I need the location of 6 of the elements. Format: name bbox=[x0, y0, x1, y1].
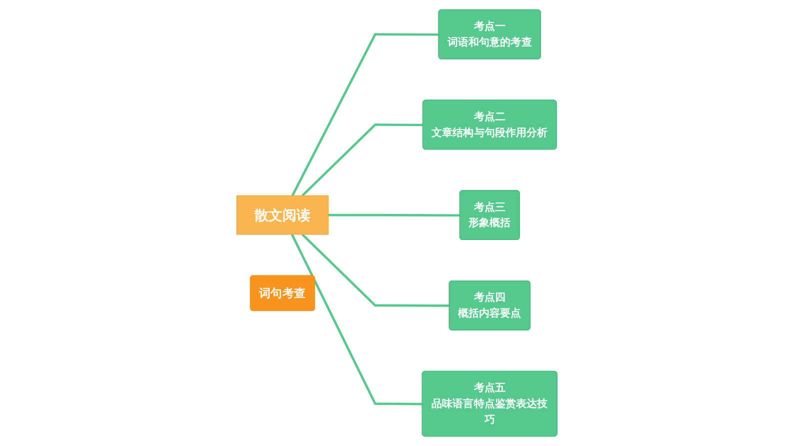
connector bbox=[328, 214, 460, 217]
connector bbox=[302, 124, 424, 197]
connector bbox=[291, 234, 423, 406]
connector bbox=[291, 33, 439, 196]
node-box: 散文阅读 bbox=[236, 195, 329, 235]
connector bbox=[302, 234, 450, 307]
